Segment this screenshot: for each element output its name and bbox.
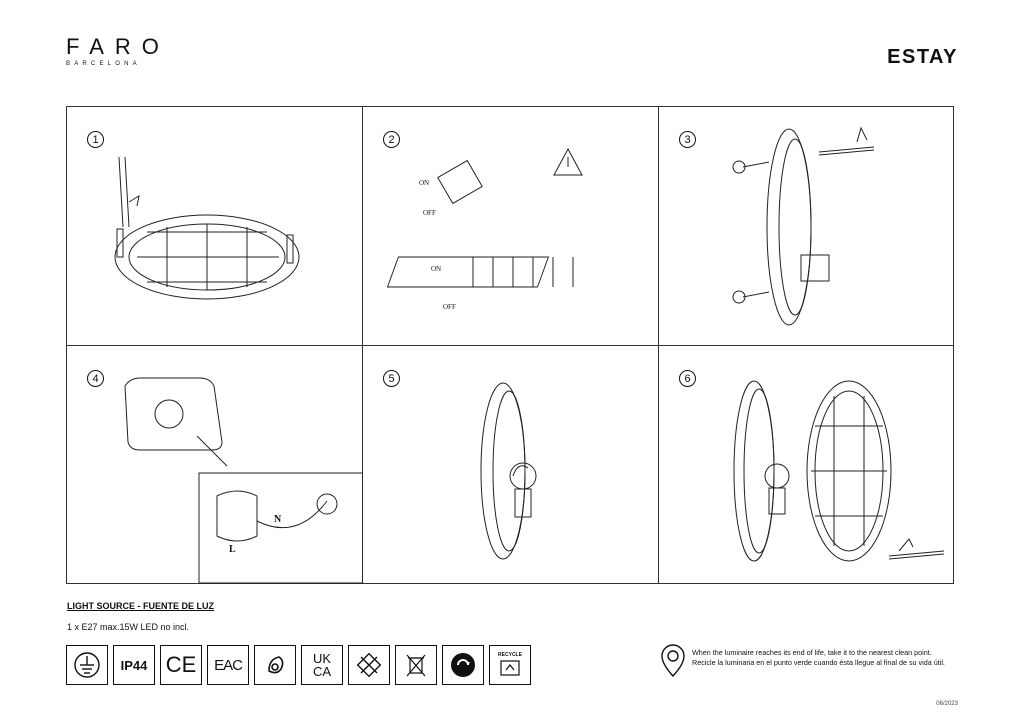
instruction-grid: 1 2 ON OFF ON OFF 3 bbox=[66, 106, 954, 584]
crossed-bin-icon bbox=[395, 645, 437, 685]
brand-name: FARO bbox=[66, 34, 170, 59]
location-pin-icon bbox=[661, 644, 685, 678]
grid-divider bbox=[67, 345, 953, 346]
ukca-mark-icon: UK CA bbox=[301, 645, 343, 685]
wire-neutral-label: N bbox=[274, 514, 282, 525]
ce-mark-text: CE bbox=[165, 652, 197, 677]
brand-logo: FARO BARCELONA bbox=[66, 36, 170, 68]
step-5-panel: 5 bbox=[363, 346, 659, 584]
green-dot-icon bbox=[442, 645, 484, 685]
insert-bulb-illustration bbox=[480, 382, 537, 560]
ip-rating: IP44 bbox=[120, 657, 148, 673]
step-number: 5 bbox=[383, 370, 400, 387]
step-3-panel: 3 bbox=[659, 107, 955, 345]
ukca-bottom: CA bbox=[312, 664, 332, 679]
power-off-illustration bbox=[386, 147, 583, 288]
recycle-notice-es: Recicle la luminaria en el punto verde c… bbox=[692, 658, 945, 667]
remove-screws-illustration bbox=[732, 126, 875, 326]
lamp-replaceable-icon bbox=[254, 645, 296, 685]
warning-icon bbox=[553, 147, 583, 176]
ip44-icon: IP44 bbox=[113, 645, 155, 685]
step-2-panel: 2 ON OFF ON OFF bbox=[363, 107, 659, 345]
light-source-spec: 1 x E27 max.15W LED no incl. bbox=[67, 622, 190, 632]
recycle-box-icon: RECYCLE bbox=[489, 645, 531, 685]
step-1-panel: 1 bbox=[67, 107, 363, 345]
certification-icons: IP44 CE EAC UK CA RECYCLE bbox=[66, 645, 531, 687]
step-number: 3 bbox=[679, 131, 696, 148]
model-name: ESTAY bbox=[887, 46, 958, 68]
switch-on-label: ON bbox=[419, 179, 430, 187]
wiring-illustration bbox=[124, 377, 363, 584]
step-number: 4 bbox=[87, 370, 104, 387]
wall-mount-illustration bbox=[114, 156, 300, 300]
breaker-on-label: ON bbox=[431, 265, 442, 273]
ce-mark-icon: CE bbox=[160, 645, 202, 685]
recycle-box-text: RECYCLE bbox=[498, 652, 522, 658]
brand-subtitle: BARCELONA bbox=[66, 61, 141, 67]
attach-cover-illustration bbox=[733, 380, 945, 562]
wire-live-label: L bbox=[229, 544, 236, 555]
breaker-off-label: OFF bbox=[443, 303, 456, 311]
weee-bin-icon bbox=[348, 645, 390, 685]
switch-off-label: OFF bbox=[423, 209, 436, 217]
light-source-title: LIGHT SOURCE - FUENTE DE LUZ bbox=[67, 601, 214, 611]
eac-mark-text: EAC bbox=[214, 656, 243, 674]
step-4-panel: 4 N L bbox=[67, 346, 363, 584]
step-number: 1 bbox=[87, 131, 104, 148]
ground-symbol-icon bbox=[66, 645, 108, 685]
step-6-panel: 6 bbox=[659, 346, 955, 584]
step-number: 6 bbox=[679, 370, 696, 387]
recycle-notice-en: When the luminaire reaches its end of li… bbox=[692, 648, 932, 657]
step-number: 2 bbox=[383, 131, 400, 148]
ukca-top: UK bbox=[312, 651, 332, 666]
eac-mark-icon: EAC bbox=[207, 645, 249, 685]
document-date: 06/2023 bbox=[936, 701, 958, 707]
